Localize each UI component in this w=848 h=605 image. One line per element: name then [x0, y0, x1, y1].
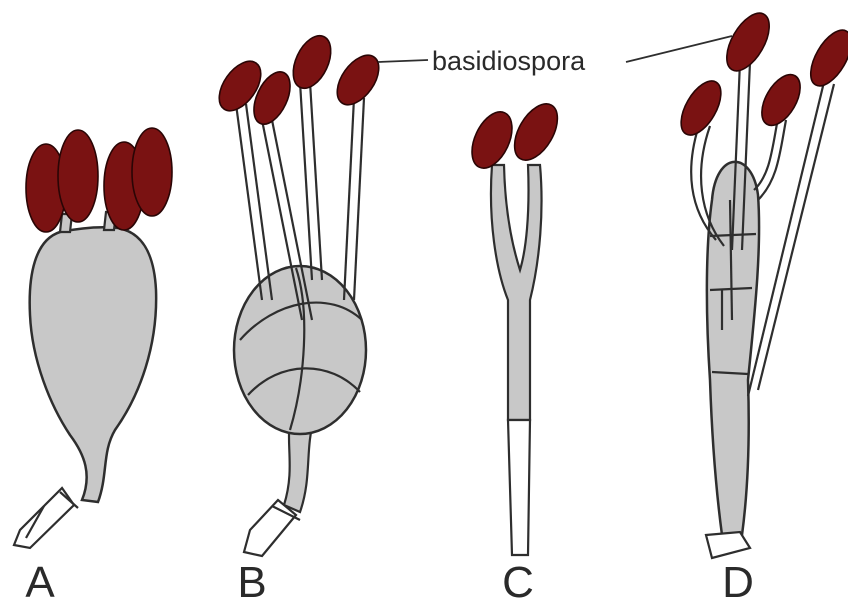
basidium-b-spore-4: [329, 48, 387, 112]
basidium-d-spore-3: [754, 68, 808, 131]
basidium-a-spore-4: [132, 128, 172, 216]
basidium-c-spore-2: [506, 97, 566, 168]
basidium-a: [14, 128, 172, 548]
basidium-a-body: [30, 227, 156, 502]
basidium-d-base: [706, 532, 750, 558]
label-b: B: [237, 558, 266, 605]
basidium-c-stem: [508, 420, 530, 555]
callout-label: basidiospora: [432, 46, 586, 76]
callout: basidiospora: [378, 36, 732, 76]
basidium-b-spore-3: [286, 30, 339, 94]
basidium-a-spore-2: [58, 130, 98, 222]
basidium-c: [464, 97, 566, 555]
label-c: C: [502, 558, 534, 605]
callout-leader-left: [378, 60, 428, 62]
basidium-d-spore-4: [803, 24, 848, 93]
basidium-d-spore-2: [718, 6, 778, 77]
basidium-b-body: [234, 266, 366, 434]
label-d: D: [722, 558, 754, 605]
basidium-c-body: [491, 165, 542, 420]
basidium-b-base: [244, 500, 296, 556]
label-a: A: [25, 558, 55, 605]
callout-leader-right: [626, 36, 732, 62]
basidium-b: [211, 30, 387, 556]
basidium-d: [673, 6, 848, 558]
basidium-c-spore-1: [464, 106, 520, 175]
basidium-d-spore-1: [673, 75, 729, 142]
